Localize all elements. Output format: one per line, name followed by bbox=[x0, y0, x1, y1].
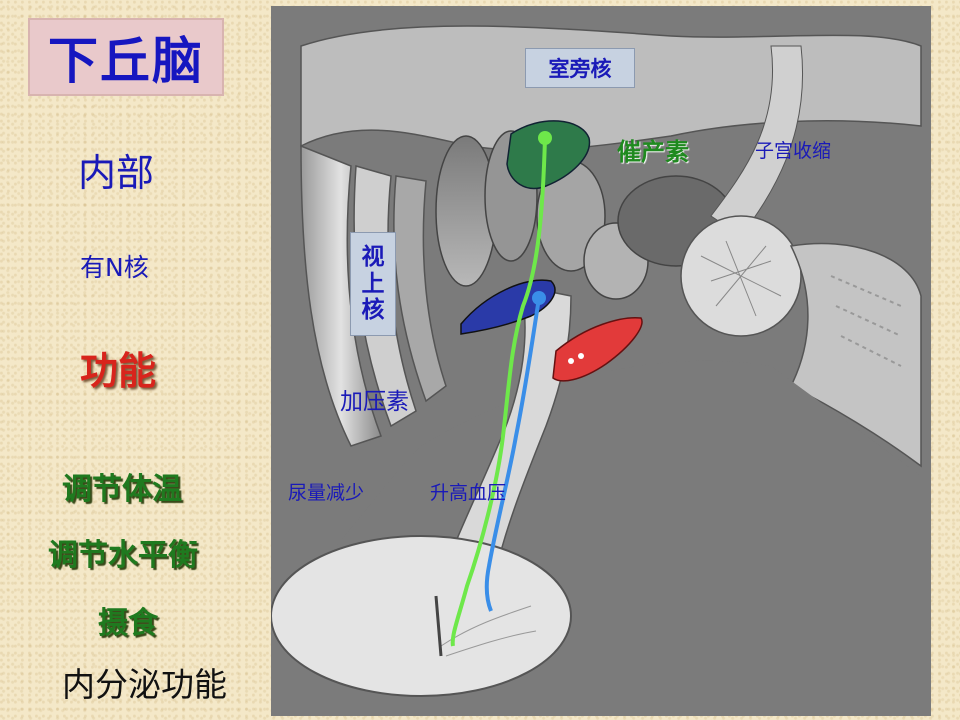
blue-tract bbox=[484, 297, 541, 612]
has-nuclei-label: 有N核 bbox=[80, 253, 149, 282]
red-nucleus-shape bbox=[552, 317, 643, 382]
oxytocin-label: 催产素 bbox=[617, 138, 689, 166]
gyrus-outer bbox=[300, 144, 382, 447]
blue-tract-origin bbox=[532, 291, 546, 305]
green-tract bbox=[450, 137, 547, 647]
page-title: 下丘脑 bbox=[48, 32, 204, 90]
green-tract-origin bbox=[538, 131, 552, 145]
reduce-urine-label: 尿量减少 bbox=[288, 482, 365, 504]
vasopressin-label: 加压素 bbox=[340, 389, 409, 415]
endocrine-function-label: 内分泌功能 bbox=[62, 665, 227, 704]
paraventricular-nucleus-label: 室旁核 bbox=[525, 48, 635, 88]
pituitary-bulb bbox=[271, 535, 572, 697]
supraoptic-char-1: 视 bbox=[361, 244, 385, 271]
uterine-contraction-label: 子宫收缩 bbox=[755, 140, 832, 162]
title-box: 下丘脑 bbox=[28, 18, 224, 96]
function-item-water-balance: 调节水平衡 bbox=[48, 538, 198, 573]
supraoptic-nucleus-shape bbox=[460, 279, 556, 335]
hypothalamus-diagram bbox=[271, 6, 931, 716]
supraoptic-char-2: 上 bbox=[361, 270, 385, 297]
function-heading: 功能 bbox=[80, 349, 157, 393]
function-item-temperature: 调节体温 bbox=[62, 472, 182, 507]
function-item-feeding: 摄食 bbox=[98, 606, 158, 641]
supraoptic-nucleus-label: 视 上 核 bbox=[350, 232, 396, 336]
internal-heading: 内部 bbox=[78, 151, 155, 195]
lateral-mass bbox=[789, 242, 922, 468]
raise-blood-pressure-label: 升高血压 bbox=[430, 482, 507, 504]
paraventricular-nucleus-shape bbox=[506, 120, 591, 190]
supraoptic-char-3: 核 bbox=[361, 297, 385, 324]
